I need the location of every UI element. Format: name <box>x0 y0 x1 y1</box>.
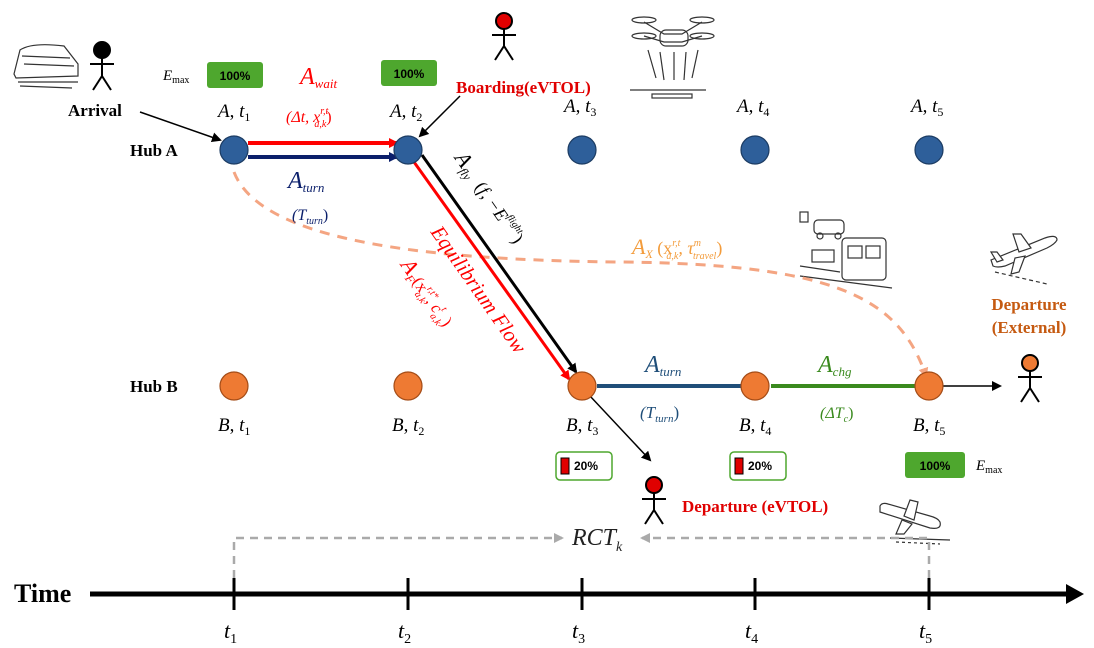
battery-b5-label: 100% <box>920 459 951 473</box>
rct-label: RCTk <box>571 525 623 555</box>
turn2-arc-param: (Tturn) <box>640 403 679 425</box>
node-label-b-t1: B, t1 <box>218 415 250 438</box>
turn-arc-param: (Tturn) <box>292 207 328 227</box>
chg-arc-label: Achg <box>816 352 852 379</box>
time-axis-label: Time <box>14 579 71 608</box>
hub-a-label: Hub A <box>130 141 178 160</box>
node-label-b-t3: B, t3 <box>566 415 598 438</box>
train-icon <box>13 44 79 89</box>
departure-evtol-arrow <box>589 395 652 462</box>
departure-evtol-label: Departure (eVTOL) <box>682 497 828 516</box>
node-b-t2 <box>393 371 423 401</box>
node-label-a-t1: A, t1 <box>216 101 250 124</box>
boarding-label: Boarding(eVTOL) <box>456 78 591 97</box>
person-black-icon <box>90 41 114 91</box>
car-train-icon <box>799 211 893 289</box>
airplane-icon <box>989 233 1058 285</box>
node-label-b-t2: B, t2 <box>392 415 424 438</box>
battery-b4: 20% <box>729 451 787 481</box>
tick-label-t2: t2 <box>398 618 411 647</box>
flow-arrow <box>412 161 571 381</box>
time-axis-arrowhead <box>1066 584 1084 604</box>
person-red-icon <box>642 476 666 525</box>
node-a-t5 <box>914 135 944 165</box>
battery-b3: 20% <box>555 451 613 481</box>
battery-a2: 100% <box>381 60 437 86</box>
person-orange-icon <box>1018 354 1042 403</box>
tick-label-t1: t1 <box>224 618 237 647</box>
battery-b5: 100% <box>905 452 965 478</box>
arrival-label: Arrival <box>68 101 122 120</box>
battery-a1: 100% <box>207 62 263 88</box>
tick-label-t4: t4 <box>745 618 758 647</box>
departure-external-line2: (External) <box>992 318 1067 337</box>
battery-b3-label: 20% <box>574 459 598 473</box>
departure-external-line1: Departure <box>991 295 1067 314</box>
rct-left-bracket <box>232 533 564 578</box>
airplane-landing-icon <box>879 499 951 545</box>
node-label-a-t3: A, t3 <box>562 96 596 119</box>
hub-a-nodes <box>219 135 944 165</box>
drone-icon <box>630 16 715 99</box>
node-b-t3 <box>567 371 597 401</box>
rct-right-bracket <box>640 533 931 578</box>
chg-arc-param: (ΔTc) <box>820 405 853 425</box>
fly-arc-label: Afly(f, −Eflight) <box>447 145 531 249</box>
external-arc <box>232 171 929 378</box>
node-a-t4 <box>740 135 770 165</box>
hub-b-label: Hub B <box>130 377 178 396</box>
fly-arrow <box>420 154 578 374</box>
node-label-b-t5: B, t5 <box>913 415 945 438</box>
boarding-arrow <box>418 95 461 138</box>
battery-b4-label: 20% <box>748 459 772 473</box>
battery-a1-label: 100% <box>220 69 251 83</box>
node-a-t1 <box>219 135 249 165</box>
hub-b-nodes <box>219 371 944 401</box>
node-label-a-t5: A, t5 <box>909 96 943 119</box>
time-ticks <box>232 578 931 610</box>
wait-arc-label: Await <box>298 64 337 91</box>
node-b-t4 <box>740 371 770 401</box>
arrival-arrow <box>139 111 222 143</box>
turn-arc-label: Aturn <box>286 168 324 195</box>
node-a-t2 <box>393 135 423 165</box>
battery-a2-label: 100% <box>394 67 425 81</box>
turn2-arc-label: Aturn <box>643 352 681 379</box>
node-b-t5 <box>914 371 944 401</box>
node-label-b-t4: B, t4 <box>739 415 771 438</box>
person-red-icon <box>492 12 516 61</box>
node-a-t3 <box>567 135 597 165</box>
node-b-t1 <box>219 371 249 401</box>
node-label-a-t4: A, t4 <box>735 96 769 119</box>
tick-label-t3: t3 <box>572 618 585 647</box>
tick-label-t5: t5 <box>919 618 932 647</box>
node-label-a-t2: A, t2 <box>388 101 422 124</box>
emax-label-a: Emax <box>162 68 189 86</box>
emax-label-b: Emax <box>975 458 1002 476</box>
